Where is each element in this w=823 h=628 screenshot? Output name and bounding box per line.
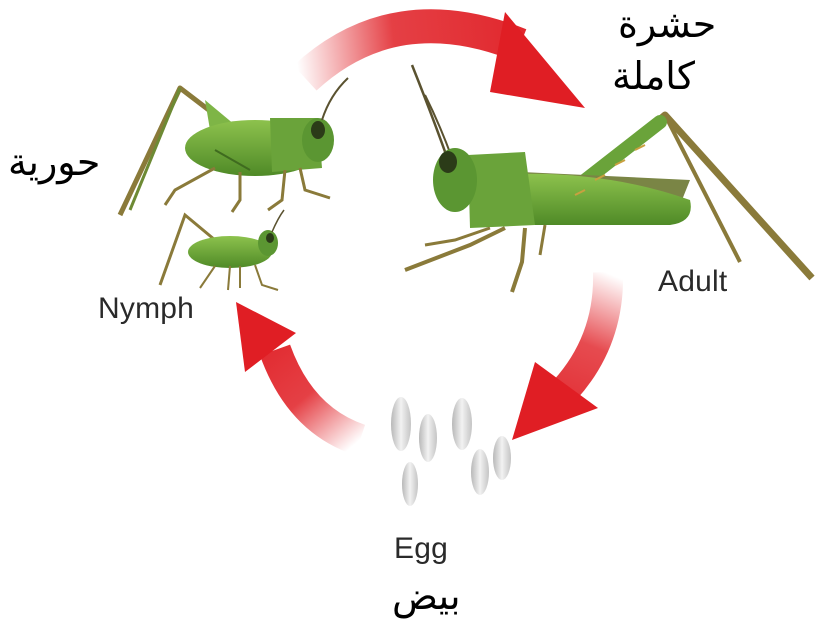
nymph-arabic-label: حورية xyxy=(8,140,100,185)
small-nymph-grasshopper-icon xyxy=(160,210,284,290)
nymph-label: Nymph xyxy=(98,292,194,326)
arrow-egg-to-nymph xyxy=(236,302,360,440)
egg-label: Egg xyxy=(394,532,448,566)
egg-arabic-label: بيض xyxy=(392,574,461,619)
adult-label: Adult xyxy=(658,265,727,299)
nymph-grasshopper-icon xyxy=(120,78,348,215)
arrow-adult-to-egg xyxy=(512,272,608,440)
egg-cluster-icon xyxy=(391,397,511,506)
adult-arabic-label-line2: كاملة xyxy=(612,54,695,99)
adult-grasshopper-icon xyxy=(405,65,812,292)
arrow-nymph-to-adult xyxy=(305,12,585,108)
adult-arabic-label-line1: حشرة xyxy=(618,2,716,47)
